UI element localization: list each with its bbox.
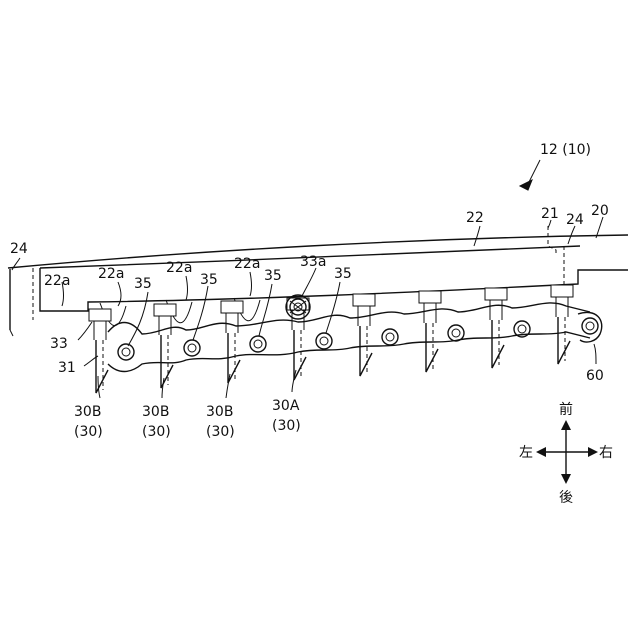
label-assembly: 12 (10) [540,142,591,158]
label-side-right: 24 [566,212,584,228]
label-plate: 22 [466,210,484,226]
link-band [108,303,590,372]
arrow-up-icon [561,420,571,430]
compass-back: 後 [559,490,573,506]
label-unit-3-b: (30) [206,424,235,440]
label-recess-4: 22a [234,256,260,272]
label-unit-3-a: 30B [206,404,233,420]
compass-left: 左 [519,445,533,461]
unit-1 [89,309,134,393]
unit-6 [419,291,464,372]
direction-compass: 前 後 左 右 [519,401,613,506]
label-unit-2-a: 30B [142,404,169,420]
label-recess-1: 22a [44,273,70,289]
compass-right: 右 [599,445,613,461]
unit-8 [551,285,602,364]
label-pin-3: 35 [264,268,282,284]
head-coil [286,295,310,319]
arrow-left-icon [536,447,546,457]
compass-front: 前 [559,401,573,418]
label-unit-2-b: (30) [142,424,171,440]
label-notch: 21 [541,206,559,222]
label-link: 31 [58,360,76,376]
unit-5 [353,294,398,376]
label-unit-1-b: (30) [74,424,103,440]
unit-7 [485,288,530,368]
label-unit-1-a: 30B [74,404,101,420]
label-pin-2: 35 [200,272,218,288]
unit-3 [221,301,266,383]
label-side-left: 24 [10,241,28,257]
label-end-piece: 60 [586,368,604,384]
label-pin-1: 35 [134,276,152,292]
label-recess-3: 22a [166,260,192,276]
label-pin-4: 35 [334,266,352,282]
label-unit-4-b: (30) [272,418,301,434]
label-head: 33a [300,254,326,270]
arrow-right-icon [588,447,598,457]
label-frame: 20 [591,203,609,219]
unit-2 [154,304,200,388]
label-unit-4-a: 30A [272,398,300,414]
label-recess-2: 22a [98,266,124,282]
label-bolt: 33 [50,336,68,352]
arrow-down-icon [561,474,571,484]
